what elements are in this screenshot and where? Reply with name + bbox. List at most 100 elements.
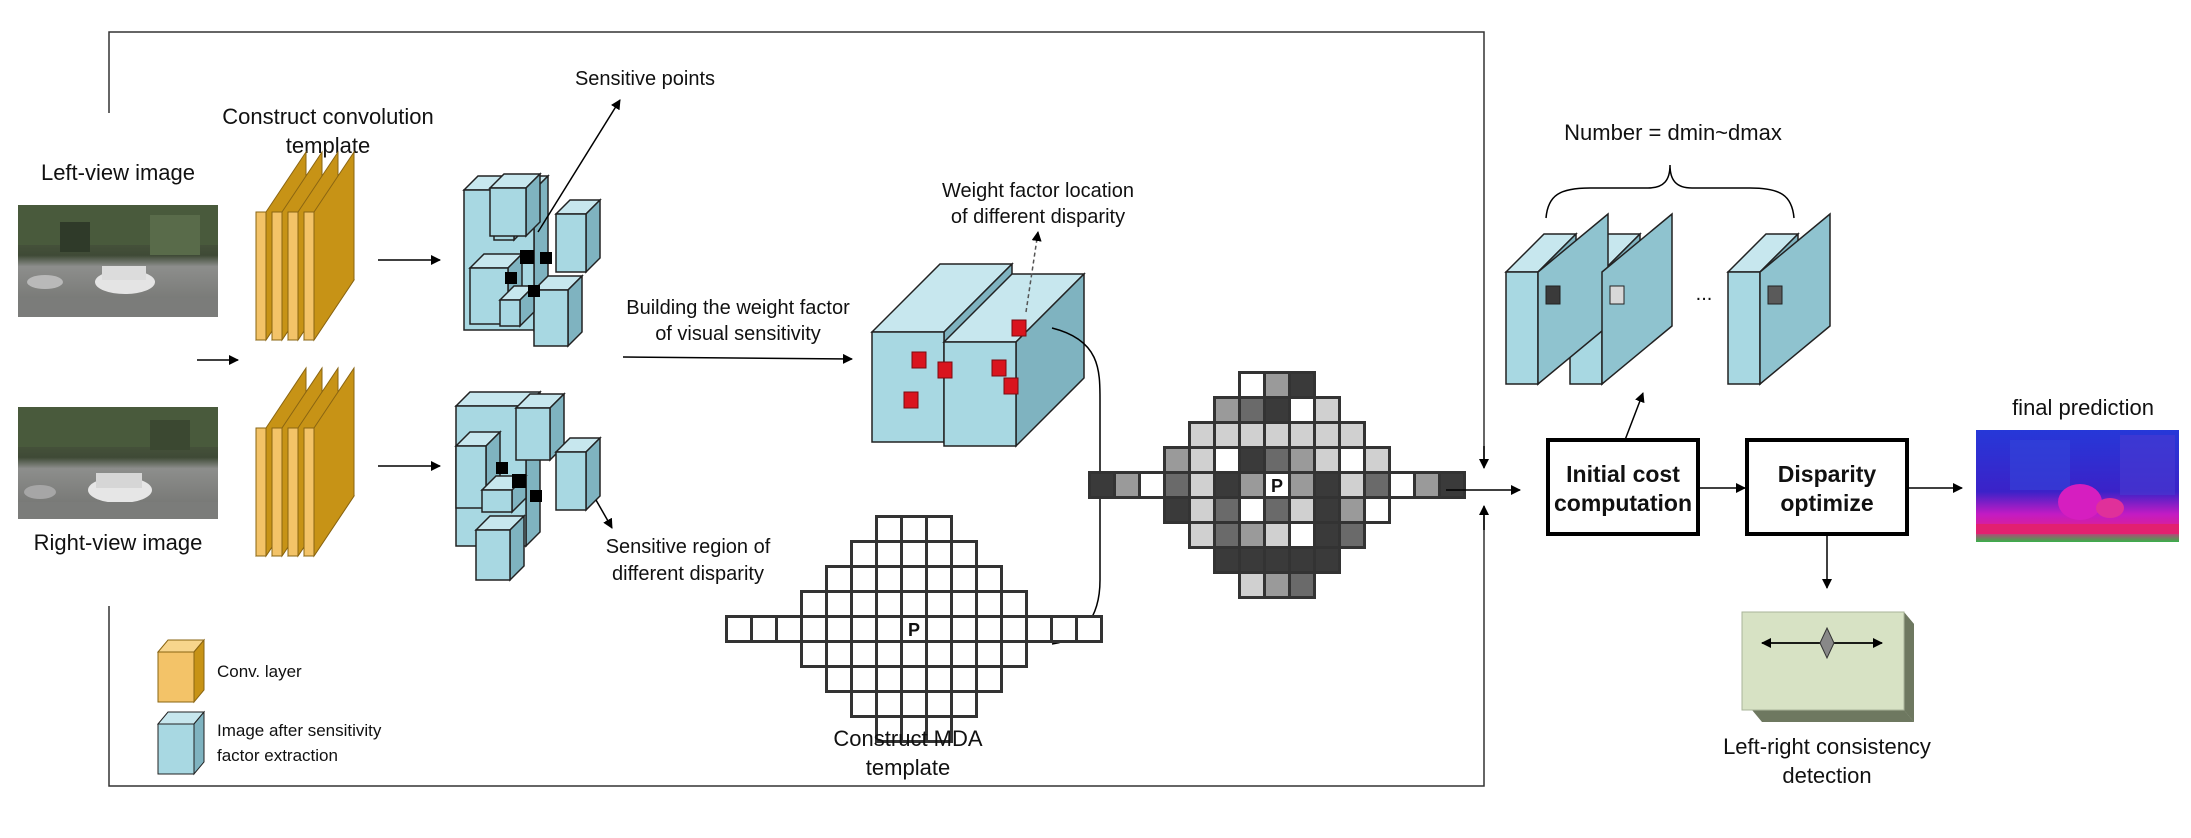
- initial-cost-label-line2: computation: [1554, 490, 1692, 516]
- mda-cell: [1163, 496, 1191, 524]
- mda-cell: [875, 565, 903, 593]
- mda-cell: [1000, 590, 1028, 618]
- mda-cell: [1338, 496, 1366, 524]
- mda-cell: [875, 665, 903, 693]
- main-frame: [108, 31, 1485, 787]
- weight-factor-square: [1011, 319, 1027, 337]
- sensitive-point: [530, 490, 542, 502]
- mda-cell: [875, 640, 903, 668]
- mda-cell: [900, 615, 928, 643]
- mda-cell: [1263, 446, 1291, 474]
- construct-mda-label-line2: template: [866, 755, 950, 780]
- weight-factor-blocks: [870, 262, 1086, 448]
- mda-cell: [925, 690, 953, 718]
- mda-cell: [1213, 421, 1241, 449]
- mda-cell: [825, 615, 853, 643]
- mda-cell: [1263, 421, 1291, 449]
- weight-factor-square: [903, 391, 919, 409]
- mda-cell: [950, 590, 978, 618]
- mda-cell: [1288, 446, 1316, 474]
- mda-cell: [1213, 496, 1241, 524]
- mda-cell: [1388, 471, 1416, 499]
- mda-cell: [1363, 496, 1391, 524]
- mda-cell: [1238, 496, 1266, 524]
- left-view-image: [18, 205, 218, 317]
- mda-cell: [1188, 521, 1216, 549]
- mda-cell: [1238, 421, 1266, 449]
- mda-cell: [1288, 546, 1316, 574]
- mda-cell: [1238, 471, 1266, 499]
- weight-location-label-line2: of different disparity: [951, 206, 1125, 228]
- final-prediction-image: [1976, 430, 2179, 542]
- sensitivity-block: [532, 274, 584, 348]
- mda-cell: [1213, 521, 1241, 549]
- mda-cell: [825, 665, 853, 693]
- mda-cell: [1263, 546, 1291, 574]
- mda-center-p: P: [1271, 476, 1283, 496]
- sensitive-point: [505, 272, 517, 284]
- mda-cell: [975, 590, 1003, 618]
- sensitivity-block: [514, 392, 566, 462]
- mda-cell: [1313, 546, 1341, 574]
- cost-marker: [1609, 285, 1625, 305]
- sensitivity-block: [554, 198, 602, 274]
- mda-cell: [1313, 446, 1341, 474]
- mda-cell: [1338, 521, 1366, 549]
- mda-cell: [1313, 396, 1341, 424]
- mda-cell: [950, 665, 978, 693]
- mda-cell: [1288, 496, 1316, 524]
- final-prediction-label: final prediction: [2012, 395, 2154, 420]
- mda-cell: [900, 690, 928, 718]
- mda-cell: [1263, 521, 1291, 549]
- sensitivity-block: [480, 474, 528, 514]
- mda-cell: [975, 665, 1003, 693]
- conv-stack-top: [255, 150, 355, 342]
- mda-cell: [1075, 615, 1103, 643]
- mda-cell: [1313, 421, 1341, 449]
- sensitive-point: [540, 252, 552, 264]
- mda-cell: [1238, 571, 1266, 599]
- mda-cell: [1313, 471, 1341, 499]
- mda-center-p: P: [908, 620, 920, 640]
- weight-factor-square: [991, 359, 1007, 377]
- mda-cell: [850, 640, 878, 668]
- weighted-mda-grid: P: [1088, 371, 1466, 599]
- right-view-image: [18, 407, 218, 519]
- mda-cell: [1438, 471, 1466, 499]
- mda-cell: [875, 615, 903, 643]
- mda-cell: [800, 590, 828, 618]
- mda-cell: [900, 640, 928, 668]
- sensitivity-cluster-bottom: [454, 390, 602, 582]
- sensitivity-cluster-top: [462, 172, 602, 348]
- sensitivity-block: [488, 172, 542, 238]
- mda-cell: [800, 640, 828, 668]
- mda-cell: [850, 690, 878, 718]
- lr-consistency-label-line2: detection: [1782, 763, 1871, 788]
- legend-sensitivity-label-line1: Image after sensitivity: [217, 721, 382, 740]
- mda-cell: [950, 640, 978, 668]
- weight-location-label-line1: Weight factor location: [942, 180, 1134, 202]
- sensitivity-block: [474, 514, 526, 582]
- mda-cell: [1313, 521, 1341, 549]
- mda-cell: [1288, 471, 1316, 499]
- mda-cell: [950, 540, 978, 568]
- cost-marker: [1767, 285, 1783, 305]
- mda-cell: [1263, 371, 1291, 399]
- mda-cell: [925, 665, 953, 693]
- legend: Conv. layer Image after sensitivity fact…: [156, 638, 382, 776]
- mda-cell: [1213, 396, 1241, 424]
- sensitivity-block: [498, 284, 536, 328]
- mda-cell: [975, 565, 1003, 593]
- legend-conv-icon: [156, 638, 206, 704]
- cost-volume-ellipsis: ...: [1696, 283, 1713, 305]
- mda-cell: [925, 715, 953, 743]
- mda-cell: [1263, 571, 1291, 599]
- sensitive-region-label-line1: Sensitive region of: [606, 536, 771, 558]
- lr-consistency-label-line1: Left-right consistency: [1723, 734, 1931, 759]
- mda-cell: [875, 540, 903, 568]
- number-range-label: Number = dmin~dmax: [1564, 120, 1782, 145]
- mda-cell: [1238, 396, 1266, 424]
- lr-consistency-box: [1741, 611, 1914, 722]
- sensitive-points-label: Sensitive points: [575, 68, 715, 90]
- mda-cell: [1000, 615, 1028, 643]
